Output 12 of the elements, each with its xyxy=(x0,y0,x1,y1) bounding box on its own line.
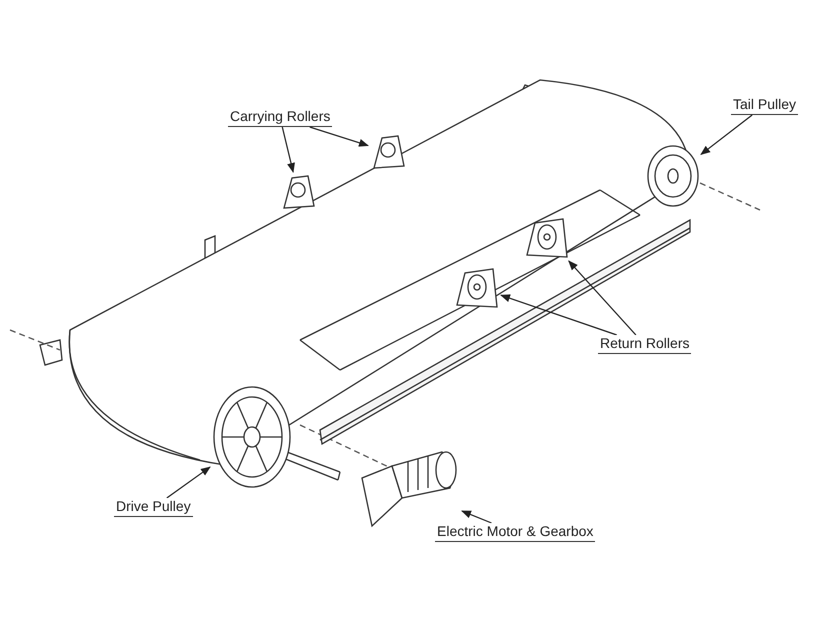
leader-line xyxy=(282,126,295,173)
leader-line xyxy=(700,114,753,156)
leader-line xyxy=(166,466,211,498)
callout-label: Return Rollers xyxy=(598,335,692,354)
callout-label: Tail Pulley xyxy=(731,96,798,115)
leader-line xyxy=(461,510,492,524)
leader-line xyxy=(568,260,636,336)
callout-label: Electric Motor & Gearbox xyxy=(435,523,596,542)
leader-line xyxy=(500,294,618,336)
leader-line xyxy=(310,126,369,147)
callout-label: Carrying Rollers xyxy=(228,108,332,127)
callout-label: Drive Pulley xyxy=(114,498,193,517)
